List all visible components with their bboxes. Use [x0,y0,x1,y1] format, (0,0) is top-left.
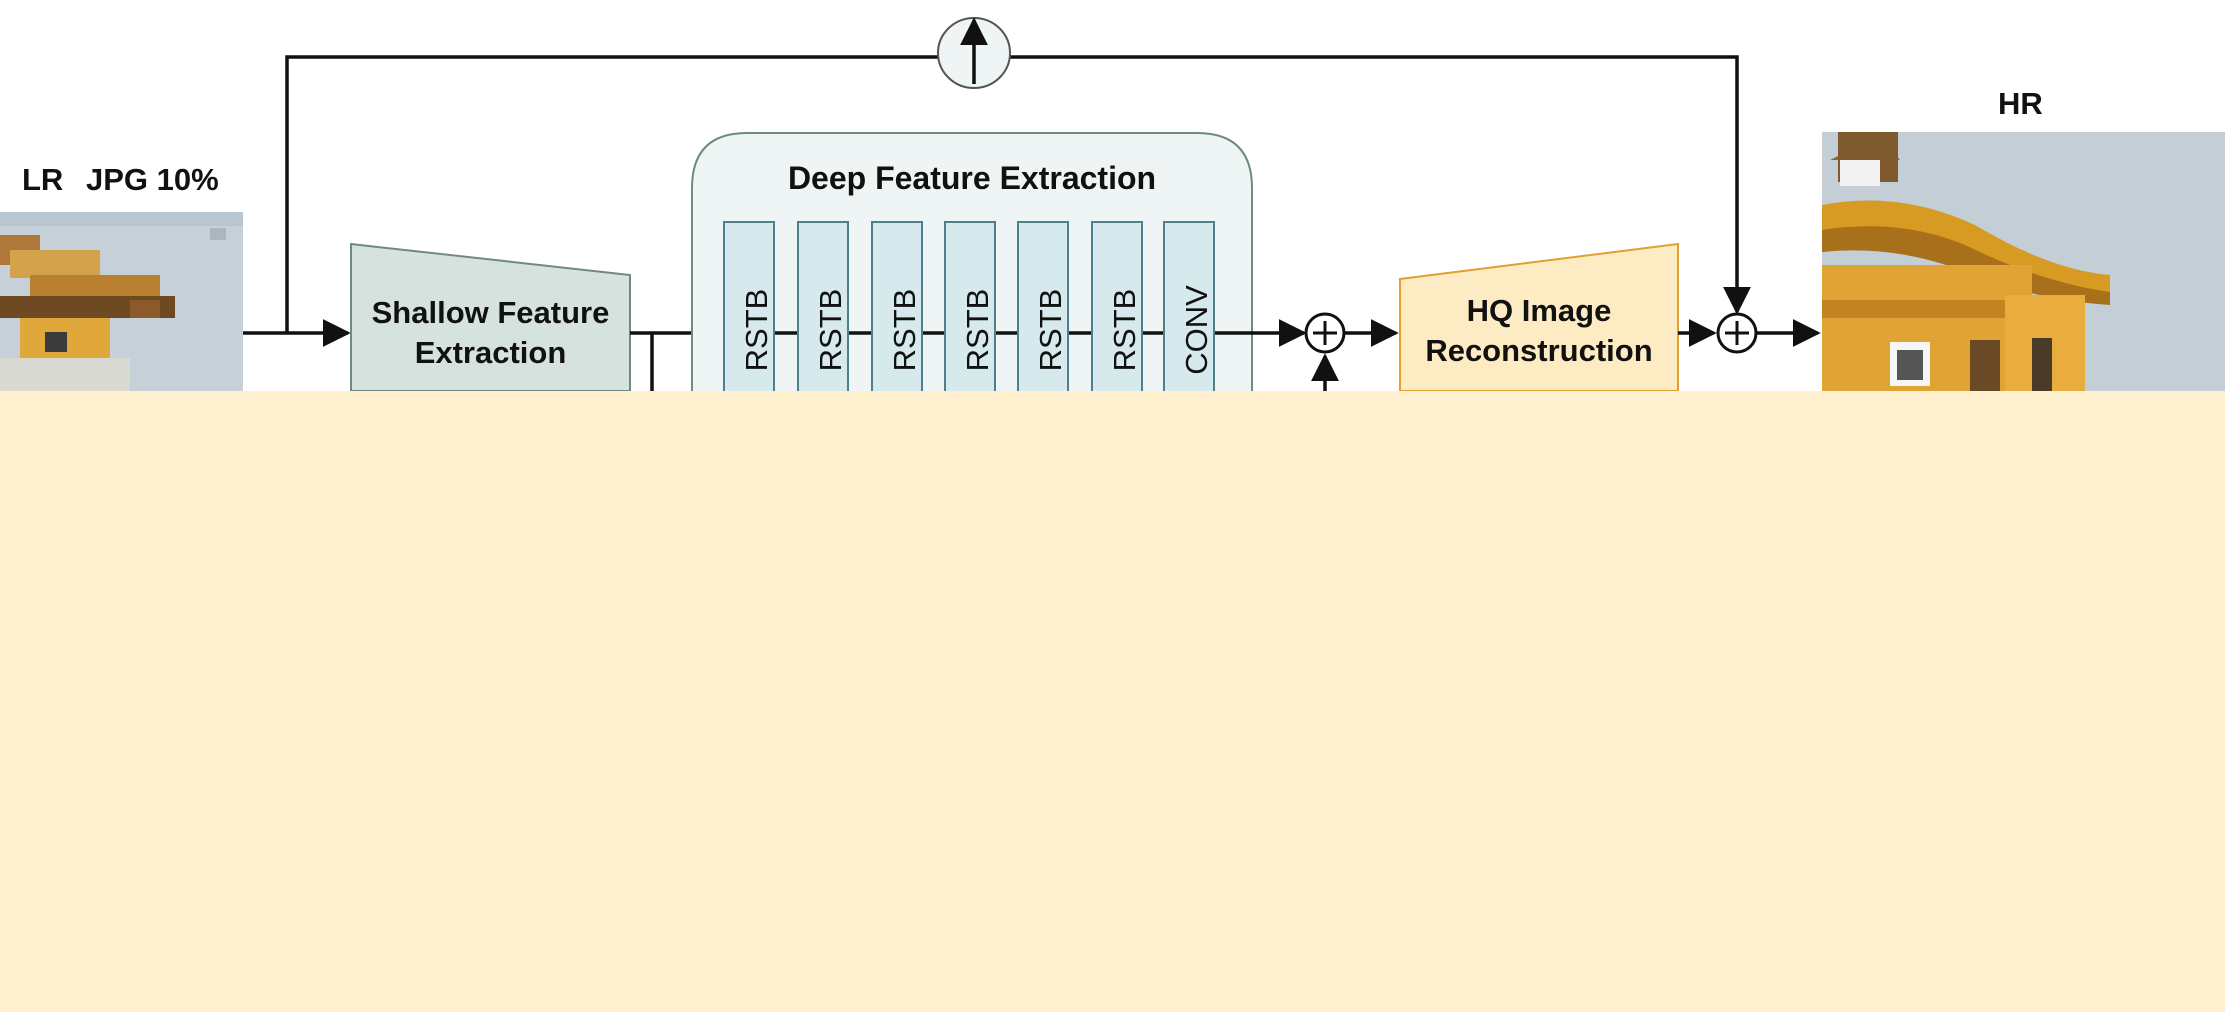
rstb-label-6: RSTB [1107,288,1142,372]
rstb-block-2 [797,221,849,393]
rstb-block-4 [944,221,996,393]
shallow-feature-line2: Extraction [414,335,567,370]
hr-label: HR [1998,86,2043,121]
lr-image [0,212,243,392]
reconstruction-label: HQ Image Reconstruction [1400,291,1678,371]
rstb-blocks [723,221,1215,393]
rstb-block-3 [871,221,923,393]
reconstruction-line1: HQ Image [1466,293,1612,328]
global-skip-connection [285,55,1751,333]
reconstruction-line2: Reconstruction [1425,333,1653,368]
deep-feature-title: Deep Feature Extraction [787,160,1157,196]
sum-node-1 [1304,312,1346,354]
rstb-label-1: RSTB [739,288,774,372]
lower-cover-panel [0,391,2225,1012]
rstb-block-6 [1091,221,1143,393]
hr-image [1822,132,2225,392]
rstb-label-3: RSTB [887,288,922,372]
rstb-label-5: RSTB [1033,288,1068,372]
shallow-feature-line1: Shallow Feature [371,295,610,330]
rstb-block-1 [723,221,775,393]
conv-block [1163,221,1215,393]
rstb-label-4: RSTB [960,288,995,372]
lr-label: LR [22,162,64,197]
rstb-block-5 [1017,221,1069,393]
conv-label: CONV [1179,285,1214,375]
jpg-quality-label: JPG 10% [86,162,219,197]
rstb-label-2: RSTB [813,288,848,372]
shallow-feature-label: Shallow Feature Extraction [351,293,630,373]
upsample-icon [937,17,1011,89]
sum-node-2 [1716,312,1758,354]
